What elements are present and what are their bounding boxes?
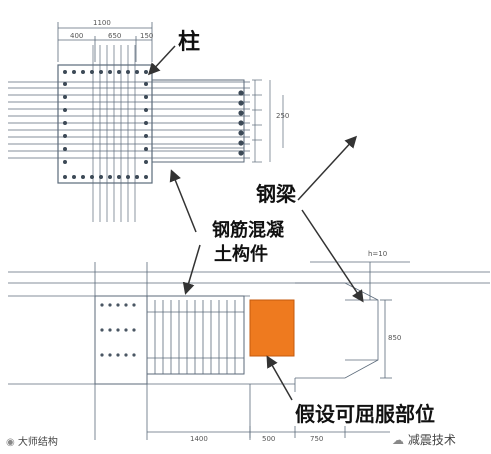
- arrow-to-column: [147, 45, 176, 76]
- arrow-to-steel-upper: [297, 135, 358, 201]
- dim-bottom-right: 750: [310, 435, 324, 443]
- dim-right-note: h=10: [368, 250, 388, 258]
- dim-top-left: 400: [70, 32, 84, 40]
- dim-top-total: 1100: [93, 19, 111, 27]
- elevation-view: [8, 261, 490, 440]
- watermark-left: ◉ 大师结构: [6, 433, 58, 448]
- arrow-to-rc-lower: [182, 244, 201, 295]
- dim-lower-height: 850: [388, 334, 402, 342]
- weibo-icon: ◉: [6, 437, 15, 448]
- arrow-to-yield-zone: [266, 355, 293, 401]
- watermark-right: ☁ 减震技术: [392, 431, 456, 448]
- dim-bottom-left: 1400: [190, 435, 208, 443]
- dim-right-vertical: 250: [276, 112, 290, 120]
- column-bolts: [63, 70, 244, 179]
- annotation-arrows: [147, 45, 364, 401]
- dim-bottom-mid: 500: [262, 435, 276, 443]
- watermark-right-text: 减震技术: [407, 433, 456, 447]
- label-steel-beam: 钢梁: [256, 182, 296, 206]
- plan-right-dimensions: [252, 79, 284, 163]
- label-rc-member-line2: 土构件: [214, 244, 268, 265]
- yield-zone-block: [249, 299, 295, 357]
- dim-top-right: 150: [140, 32, 154, 40]
- wechat-icon: ☁: [392, 433, 404, 447]
- arrow-to-steel-lower: [301, 209, 364, 303]
- label-yield-zone: 假设可屈服部位: [295, 402, 435, 426]
- label-column: 柱: [178, 30, 201, 55]
- watermark-left-text: 大师结构: [17, 437, 58, 448]
- label-rc-member-line1: 钢筋混凝: [212, 220, 284, 241]
- elevation-holes: [100, 303, 136, 357]
- arrow-to-rc-upper: [169, 169, 197, 233]
- plan-view: [8, 22, 250, 222]
- dim-top-mid: 650: [108, 32, 122, 40]
